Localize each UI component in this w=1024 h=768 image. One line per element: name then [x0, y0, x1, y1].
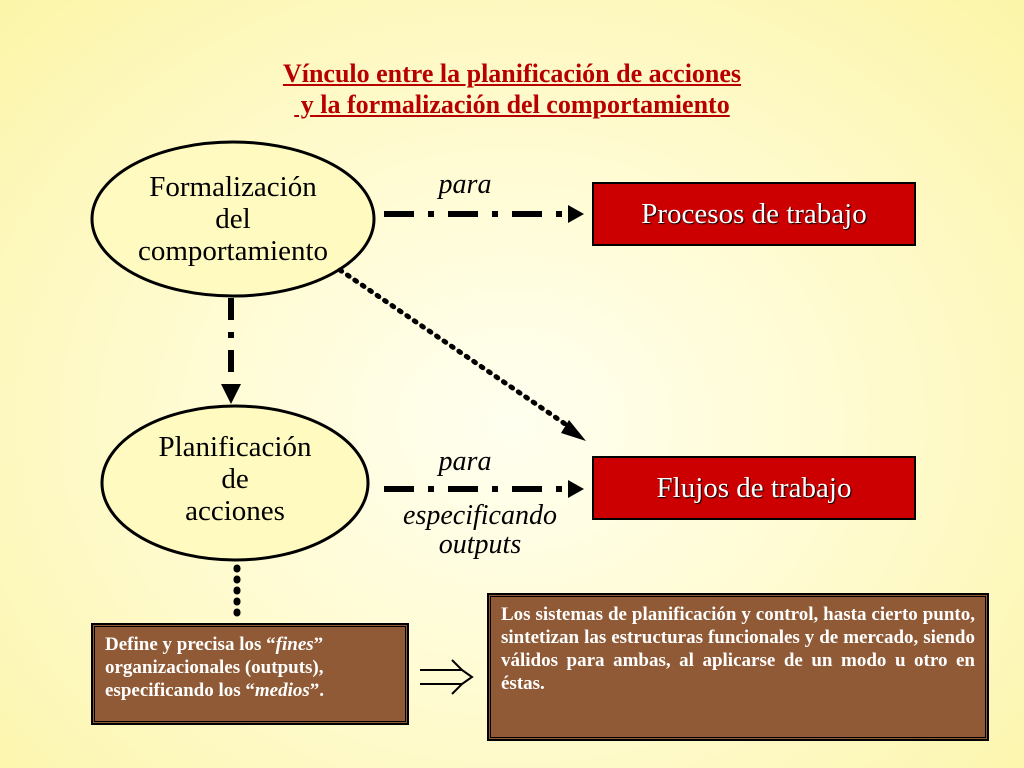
title-line-2: y la formalización del comportamiento: [294, 90, 730, 119]
double-arrow-icon: [420, 659, 474, 695]
box-sistemas-planificacion: Los sistemas de planificación y control,…: [487, 593, 989, 741]
box-define-fines: Define y precisa los “fines” organizacio…: [91, 623, 409, 725]
node-formalizacion-line-3: comportamiento: [137, 235, 329, 267]
box-left-part1: Define y precisa los “: [105, 634, 276, 655]
edge-label-top-para: para: [438, 169, 492, 200]
node-planificacion-line-3: acciones: [185, 495, 285, 527]
edge-label-especificando: especificando: [403, 500, 557, 531]
edge-label-outputs: outputs: [438, 529, 522, 560]
node-procesos-de-trabajo: Procesos de trabajo: [592, 182, 916, 246]
edge-label-bottom-para: para: [438, 446, 492, 477]
box-left-part2: ” organizacionales (outputs), especifica…: [105, 634, 324, 701]
box-left-medios: medios: [254, 680, 310, 701]
slide-title: Vínculo entre la planificación de accion…: [0, 58, 1024, 120]
node-flujos-de-trabajo: Flujos de trabajo: [592, 456, 916, 520]
node-planificacion: Planificación de acciones: [102, 402, 368, 556]
arrow-diagonal-dotted: [337, 267, 577, 433]
box-left-part3: ”.: [309, 680, 325, 701]
box-left-fines: fines: [275, 634, 314, 655]
arrowhead-procesos: [568, 205, 584, 223]
ellipse-planificacion: [100, 404, 370, 562]
ellipse-formalizacion: [90, 140, 376, 298]
box-sistemas-text: Los sistemas de planificación y control,…: [501, 604, 975, 694]
arrowhead-flujos: [568, 480, 584, 498]
title-line-1: Vínculo entre la planificación de accion…: [282, 59, 742, 88]
node-planificacion-line-2: de: [221, 463, 249, 495]
node-formalizacion: Formalización del comportamiento: [92, 142, 374, 296]
arrowhead-planificacion: [221, 384, 241, 404]
node-formalizacion-line-1: Formalización: [149, 171, 317, 203]
box-define-fines-text: Define y precisa los “fines” organizacio…: [105, 633, 395, 702]
node-planificacion-line-1: Planificación: [158, 431, 312, 463]
node-formalizacion-line-2: del: [215, 203, 251, 235]
arrowhead-diagonal: [561, 420, 586, 441]
